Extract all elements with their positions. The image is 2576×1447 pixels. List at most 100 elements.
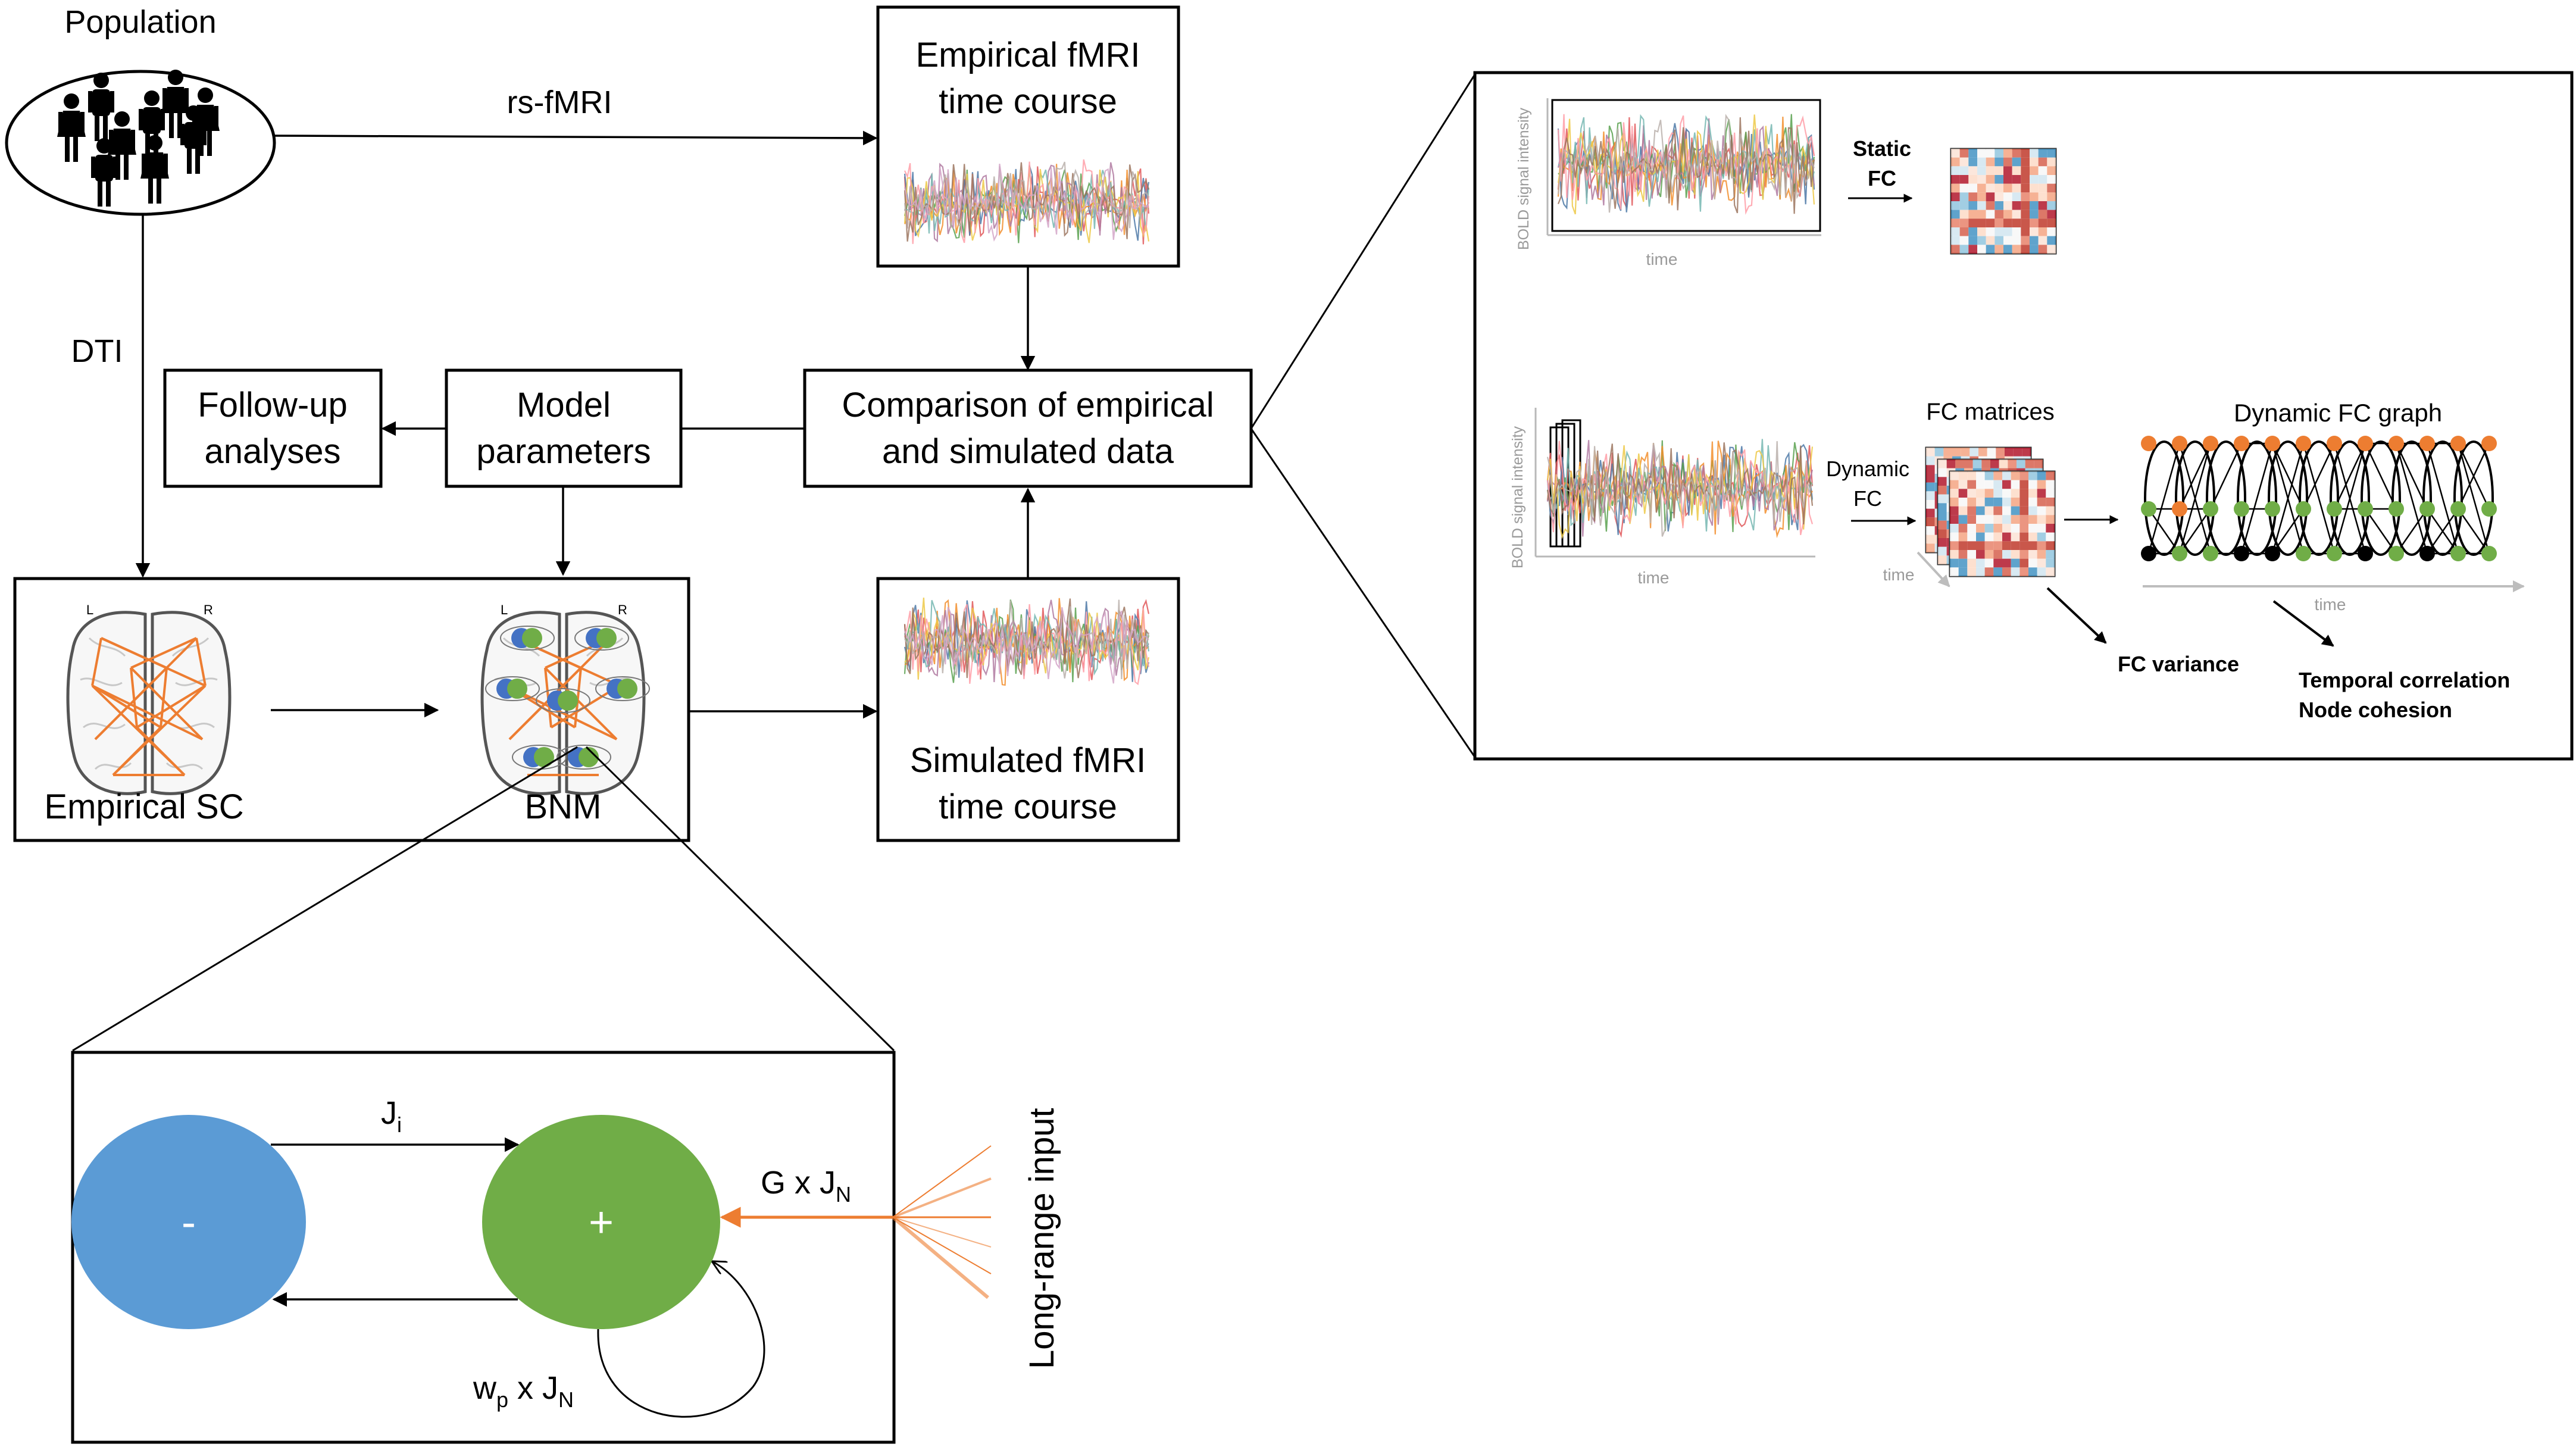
fc-detail-panel: BOLD signal intensity time Static FC BOL… — [1473, 71, 2574, 761]
input-line — [892, 1145, 992, 1218]
empirical-timeseries — [904, 159, 1150, 245]
zoom-line-lower — [1250, 428, 1476, 758]
graph-node — [2141, 546, 2156, 561]
follow-up-box: Follow-up analyses — [163, 368, 383, 488]
timeseries-line — [1557, 117, 1815, 214]
follow-up-line1: Follow-up — [198, 386, 347, 424]
person-icon — [161, 70, 190, 138]
empirical-fmri-box: Empirical fMRI time course — [876, 5, 1180, 268]
timeseries-line — [1557, 114, 1815, 215]
sc-left-label: L — [86, 602, 93, 617]
graph-node — [2265, 546, 2280, 561]
bnm-label: BNM — [525, 787, 602, 826]
graph-node — [2327, 501, 2342, 517]
temporal-correlation-arrow — [2272, 600, 2334, 647]
graph-node — [2172, 501, 2187, 517]
input-line — [892, 1217, 992, 1274]
static-bold-plot: BOLD signal intensity time — [1515, 98, 1821, 268]
graph-node — [2234, 501, 2249, 517]
graph-node — [2172, 436, 2187, 451]
timeseries-line — [1546, 441, 1814, 537]
graph-node — [2172, 546, 2187, 561]
graph-node — [2450, 546, 2466, 561]
population-label: Population — [64, 4, 216, 40]
timeseries-line — [904, 164, 1149, 242]
static-fc-matrix — [1950, 148, 2057, 255]
dynamic-xlabel: time — [1638, 568, 1670, 587]
fc-matrices-title: FC matrices — [1926, 399, 2055, 425]
graph-node — [2358, 501, 2373, 517]
timeseries-line — [1546, 440, 1814, 536]
graph-node — [2234, 546, 2249, 561]
graph-node — [2481, 501, 2497, 517]
fc-variance-arrow — [2046, 587, 2107, 644]
person-icon — [57, 93, 86, 162]
graph-node — [2203, 546, 2218, 561]
static-fc-label-2: FC — [1868, 166, 1896, 190]
empirical-fmri-title-line2: time course — [939, 82, 1117, 121]
graph-node — [2296, 546, 2311, 561]
simulated-fmri-title-line1: Simulated fMRI — [910, 741, 1146, 780]
graph-node — [2296, 501, 2311, 517]
long-range-input-fan — [892, 1145, 992, 1299]
temporal-correlation-label: Temporal correlation — [2299, 668, 2510, 692]
dynamic-fc-graph-title: Dynamic FC graph — [2234, 399, 2442, 427]
ji-label: Ji — [381, 1095, 402, 1137]
static-xlabel: time — [1646, 250, 1678, 268]
person-icon — [191, 87, 220, 156]
node-pair-icon — [574, 626, 629, 651]
dynamic-bold-plot: BOLD signal intensity time — [1509, 408, 1815, 587]
empirical-sc-label: Empirical SC — [44, 787, 243, 826]
node-pair-icon — [536, 688, 590, 713]
timeseries-line — [904, 607, 1149, 684]
model-detail-box: - + Ji wp x JN G x JN — [71, 1051, 896, 1444]
timeseries-line — [904, 161, 1149, 229]
person-icon — [88, 73, 114, 141]
static-timeseries — [1557, 114, 1815, 215]
model-parameters-line1: Model — [517, 386, 611, 424]
bnm-left-label: L — [501, 602, 508, 617]
follow-up-line2: analyses — [205, 432, 341, 471]
g-jn-label: G x JN — [761, 1165, 851, 1207]
dynamic-fc-label-2: FC — [1853, 486, 1882, 511]
node-pair-icon — [595, 676, 650, 701]
sc-right-label: R — [204, 602, 213, 617]
zoom-line-left — [72, 746, 578, 1052]
graph-node — [2358, 436, 2373, 451]
input-line — [892, 1177, 992, 1218]
fc-variance-label: FC variance — [2118, 652, 2239, 676]
population-node: Population — [5, 4, 276, 216]
inhibitory-population-node — [71, 1115, 306, 1329]
dynamic-timeseries — [1546, 439, 1814, 539]
dti-label: DTI — [71, 333, 123, 369]
simulated-timeseries — [904, 598, 1150, 686]
input-line — [892, 1217, 992, 1248]
dynamic-fc-label-1: Dynamic — [1826, 457, 1909, 481]
model-parameters-line2: parameters — [476, 432, 651, 471]
self-excitation-loop — [597, 1262, 765, 1418]
graph-node — [2234, 436, 2249, 451]
excitatory-sign: + — [589, 1199, 614, 1246]
graph-node — [2419, 546, 2435, 561]
graph-node — [2265, 501, 2280, 517]
graph-node — [2358, 546, 2373, 561]
people-group-icon — [57, 70, 220, 207]
graph-node — [2419, 501, 2435, 517]
graph-node — [2265, 436, 2280, 451]
person-icon — [140, 135, 169, 204]
wp-jn-label: wp x JN — [473, 1370, 574, 1412]
bnm-node-pairs — [485, 626, 650, 770]
matrix-time-label: time — [1883, 565, 1915, 584]
graph-node — [2141, 501, 2156, 517]
graph-node — [2389, 501, 2404, 517]
graph-node — [2389, 546, 2404, 561]
graph-node — [2389, 436, 2404, 451]
fc-matrix-window-3 — [1949, 470, 2056, 577]
long-range-input-label: Long-range input — [1023, 1108, 1061, 1369]
bnm-brain-icon: L R — [480, 602, 650, 795]
comparison-line2: and simulated data — [882, 432, 1174, 471]
excitatory-population-node — [482, 1115, 720, 1329]
node-pair-icon — [500, 626, 555, 651]
person-icon — [91, 138, 117, 207]
inhibitory-sign: - — [182, 1199, 196, 1246]
